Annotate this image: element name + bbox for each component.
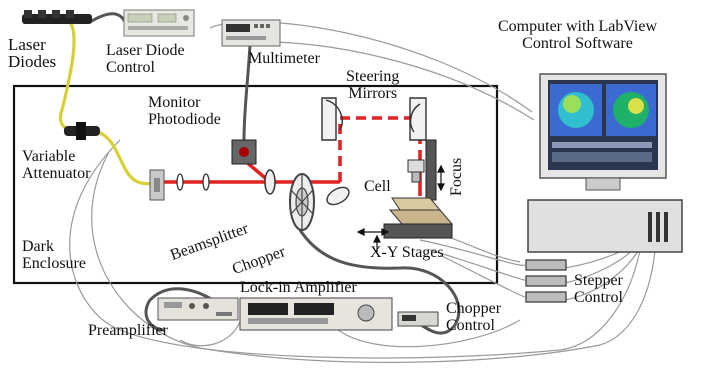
lock-in-amplifier-device	[240, 298, 392, 330]
chopper-wheel	[290, 174, 314, 230]
label-cell: Cell	[364, 178, 391, 195]
label-lock-in-amplifier: Lock-in Amplifier	[240, 279, 357, 296]
stepper-control-boxes	[526, 260, 566, 302]
label-xy-stages: X-Y Stages	[370, 244, 444, 261]
label-multimeter: Multimeter	[248, 50, 320, 67]
computer-monitor	[540, 74, 666, 190]
monitor-photodiode-device	[232, 140, 256, 164]
variable-attenuator-device	[64, 122, 100, 140]
xy-stages-device	[384, 198, 452, 238]
beamsplitter-optic	[265, 170, 275, 194]
focus-stage	[408, 140, 436, 200]
laser-diode-controller	[124, 10, 194, 36]
laser-diodes	[22, 10, 92, 24]
preamplifier-device	[158, 298, 238, 320]
label-preamplifier: Preamplifier	[88, 322, 168, 339]
fiber-collimator	[150, 170, 164, 200]
computer-tower	[528, 200, 682, 252]
multimeter-device	[222, 20, 280, 46]
chopper-control-device	[398, 312, 438, 326]
label-focus: Focus	[448, 158, 465, 196]
